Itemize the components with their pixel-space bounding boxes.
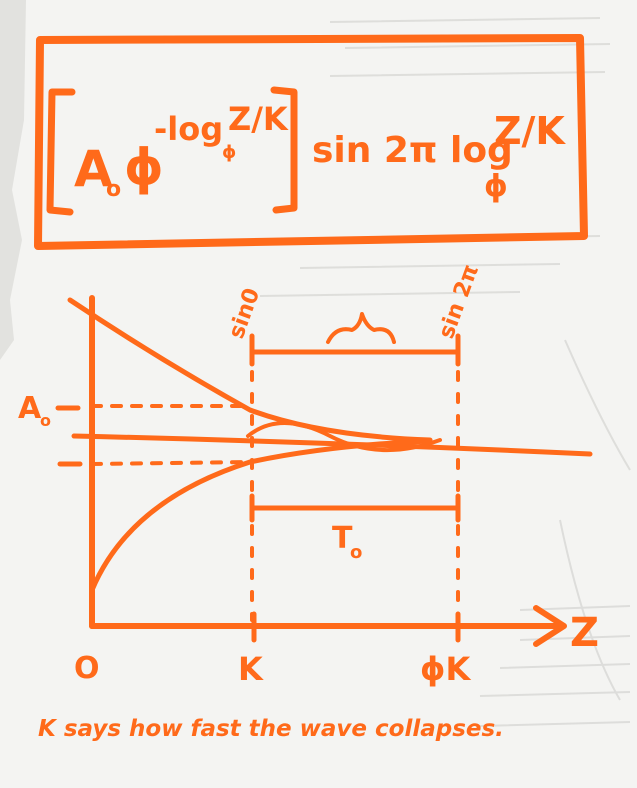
wave-segment [246, 421, 442, 453]
phase-brace [326, 312, 396, 344]
amplitude-label: A [18, 391, 42, 426]
formula-exponent-arg: Z/K [228, 100, 289, 138]
formula-sine: sin 2π log [312, 130, 513, 171]
formula-log-arg: Z/K [494, 109, 566, 153]
formula-base: ϕ [124, 138, 164, 196]
period-sub: o [350, 542, 362, 563]
formula-log-base: ϕ [484, 169, 508, 204]
amplitude-guide-lower [90, 460, 250, 466]
tick-label-k: K [238, 650, 264, 688]
formula-amplitude-sub: o [106, 177, 121, 202]
left-bracket [46, 88, 76, 216]
formula-exponent-base: ϕ [222, 142, 236, 163]
z-axis-arrowhead [533, 605, 567, 647]
tick-label-origin: O [74, 651, 100, 686]
period-bracket [249, 493, 461, 523]
torn-edge [0, 0, 26, 360]
z-axis-label: Z [570, 610, 599, 656]
formula-exponent: -log [154, 110, 223, 148]
phase-bracket [249, 333, 461, 367]
phase-end-label: sin 2π [434, 261, 484, 342]
amplitude-sub: o [40, 411, 51, 430]
period-label: T [332, 521, 353, 556]
phase-start-label: sin0 [224, 285, 265, 342]
upper-envelope [67, 297, 433, 443]
asymptote-line [71, 433, 593, 457]
formula-frame [34, 34, 588, 250]
right-bracket [270, 86, 298, 214]
formula-amplitude: A [74, 140, 113, 198]
tick-label-phik: ϕK [420, 650, 471, 688]
lower-envelope [89, 438, 433, 593]
caption: K says how fast the wave collapses. [38, 716, 504, 742]
